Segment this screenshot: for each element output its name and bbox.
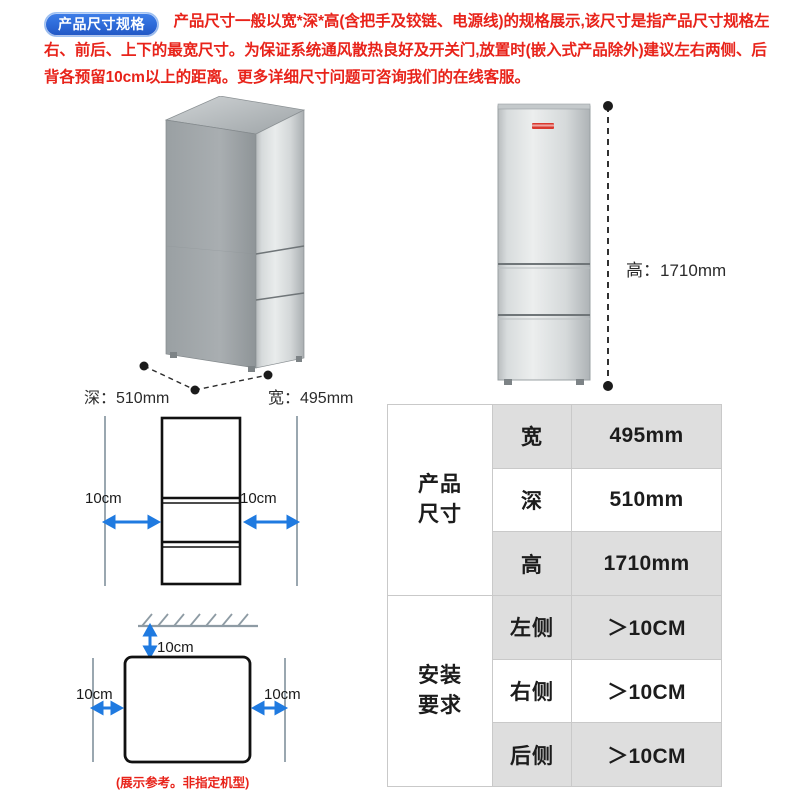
table-value-right: ＞10CM bbox=[571, 658, 722, 724]
diagram-footnote: (展示参考。非指定机型) bbox=[116, 776, 250, 790]
table-row: 右侧 ＞10CM bbox=[388, 658, 722, 724]
header-block: 产品尺寸规格 产品尺寸一般以宽*深*高(含把手及铰链、电源线)的规格展示,该尺寸… bbox=[0, 0, 800, 96]
group-label-line2: 要求 bbox=[418, 693, 462, 717]
table-key-height: 高 bbox=[492, 531, 572, 596]
table-group-product-size: 产品 尺寸 bbox=[387, 404, 493, 596]
clearance-top-diagram bbox=[89, 613, 289, 764]
table-row: 后侧 ＞10CM bbox=[388, 722, 722, 787]
intro-paragraph: 产品尺寸一般以宽*深*高(含把手及铰链、电源线)的规格展示,该尺寸是指产品尺寸规… bbox=[44, 13, 770, 86]
group-label-line2: 尺寸 bbox=[418, 502, 462, 526]
table-row: 高 1710mm bbox=[388, 531, 722, 596]
fridge-perspective-illustration bbox=[164, 96, 306, 372]
table-key-depth: 深 bbox=[492, 467, 572, 533]
table-key-left: 左侧 bbox=[492, 594, 572, 660]
section-badge: 产品尺寸规格 bbox=[44, 12, 159, 37]
table-value-height: 1710mm bbox=[571, 531, 722, 596]
perspective-dimension-lines bbox=[139, 361, 273, 395]
table-value-width: 495mm bbox=[571, 404, 722, 469]
table-key-width: 宽 bbox=[492, 404, 572, 469]
table-key-right: 右侧 bbox=[492, 658, 572, 724]
specification-table: 产品 尺寸 宽 495mm 深 510mm 高 1710mm 安装 要求 左侧 bbox=[387, 404, 722, 788]
table-value-back: ＞10CM bbox=[571, 722, 722, 787]
table-value-depth: 510mm bbox=[571, 467, 722, 533]
table-group-install-req: 安装 要求 bbox=[387, 594, 493, 788]
table-row: 安装 要求 左侧 ＞10CM bbox=[387, 594, 722, 788]
brand-logo-icon bbox=[532, 123, 554, 129]
clearance-front-right-label: 10cm bbox=[240, 490, 277, 507]
group-label-line1: 安装 bbox=[418, 663, 462, 687]
height-dimension-label: 高：1710mm bbox=[626, 261, 727, 280]
table-value-left: ＞10CM bbox=[571, 594, 722, 660]
clearance-top-right-label: 10cm bbox=[264, 686, 301, 703]
depth-dimension-label: 深：510mm bbox=[84, 390, 170, 407]
clearance-top-left-label: 10cm bbox=[76, 686, 113, 703]
height-dimension-line bbox=[603, 101, 613, 391]
clearance-front-left-label: 10cm bbox=[85, 490, 122, 507]
clearance-front-diagram bbox=[101, 416, 301, 586]
table-key-back: 后侧 bbox=[492, 722, 572, 787]
width-dimension-label: 宽：495mm bbox=[268, 390, 354, 407]
table-row: 产品 尺寸 宽 495mm bbox=[387, 404, 722, 596]
clearance-top-label: 10cm bbox=[157, 639, 194, 656]
group-label-line1: 产品 bbox=[418, 472, 462, 496]
fridge-front-illustration bbox=[497, 103, 591, 385]
